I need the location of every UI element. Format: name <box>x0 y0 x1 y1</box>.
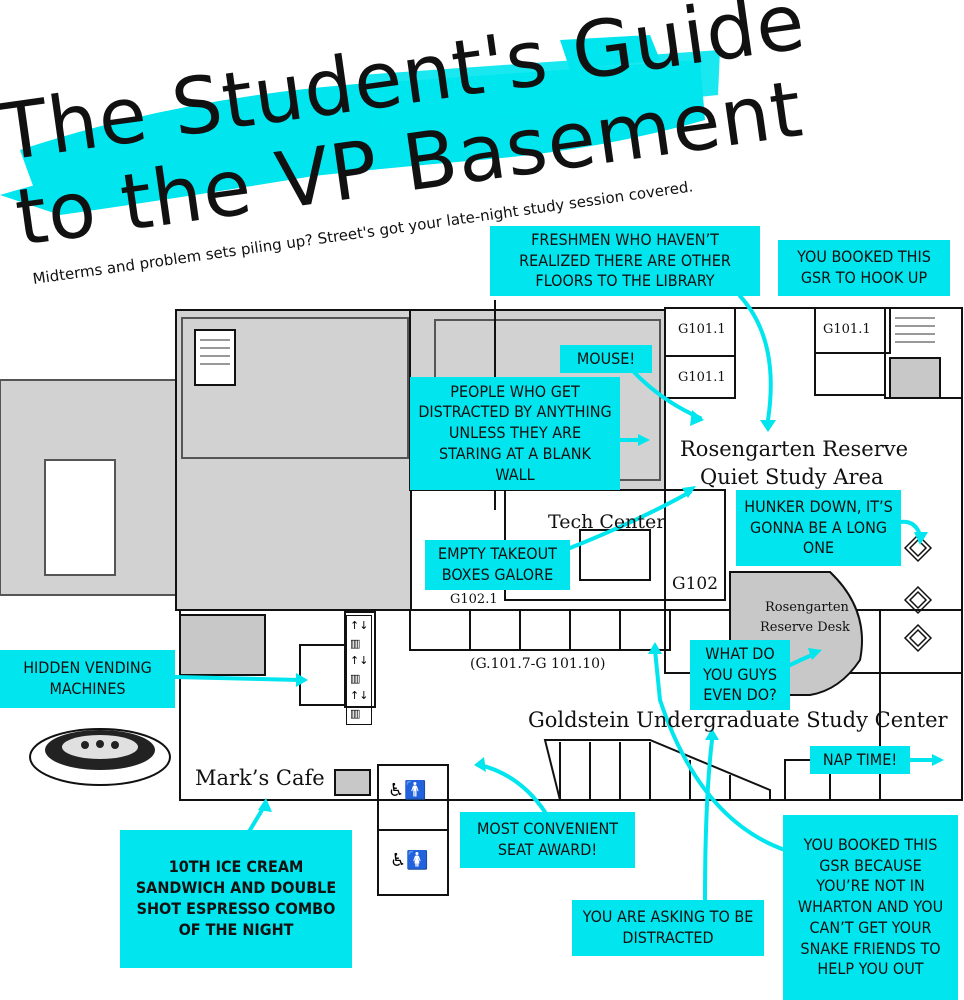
desk-label-1: Rosengarten <box>765 600 849 615</box>
callout-freshmen: FRESHMEN WHO HAVEN’T REALIZED THERE ARE … <box>490 226 760 296</box>
callout-gsr-hookup: YOU BOOKED THIS GSR TO HOOK UP <box>778 240 950 296</box>
room-g101-1-c: G101.1 <box>823 322 871 337</box>
callout-nap: NAP TIME! <box>810 746 910 774</box>
elevator-icon: ↑↓▥↑↓▥↑↓▥ <box>346 615 373 725</box>
goldstein-label: Goldstein Undergraduate Study Center <box>528 708 948 732</box>
sofa-illustration <box>29 728 171 786</box>
g101-range-label: (G.101.7-G 101.10) <box>470 656 606 672</box>
callout-mouse: MOUSE! <box>560 345 652 373</box>
tech-center-label: Tech Center <box>548 511 666 533</box>
g102-1-label: G102.1 <box>450 592 498 607</box>
callout-hunker: HUNKER DOWN, IT’S GONNA BE A LONG ONE <box>736 490 901 566</box>
rosengarten-label-2: Quiet Study Area <box>700 465 884 489</box>
chair-icons <box>903 533 933 653</box>
callout-vending: HIDDEN VENDING MACHINES <box>0 650 175 708</box>
callout-asking: YOU ARE ASKING TO BE DISTRACTED <box>572 900 764 956</box>
accessible-restroom-icon: ♿🚹 <box>388 780 427 801</box>
marks-cafe-label: Mark’s Cafe <box>195 766 325 790</box>
callout-ice-cream: 10TH ICE CREAM SANDWICH AND DOUBLE SHOT … <box>120 830 352 968</box>
callout-convenient: MOST CONVENIENT SEAT AWARD! <box>460 812 635 868</box>
desk-label-2: Reserve Desk <box>760 620 850 635</box>
callout-distracted: PEOPLE WHO GET DISTRACTED BY ANYTHING UN… <box>410 377 620 490</box>
rosengarten-label-1: Rosengarten Reserve <box>680 437 909 461</box>
womens-restroom-icon: ♿🚺 <box>390 850 429 871</box>
room-g101-1-a: G101.1 <box>678 322 726 337</box>
callout-wharton: YOU BOOKED THIS GSR BECAUSE YOU’RE NOT I… <box>783 815 958 1000</box>
callout-what-do: WHAT DO YOU GUYS EVEN DO? <box>690 640 790 710</box>
room-g101-1-b: G101.1 <box>678 370 726 385</box>
callout-takeout: EMPTY TAKEOUT BOXES GALORE <box>425 540 570 590</box>
g102-label: G102 <box>672 574 719 594</box>
